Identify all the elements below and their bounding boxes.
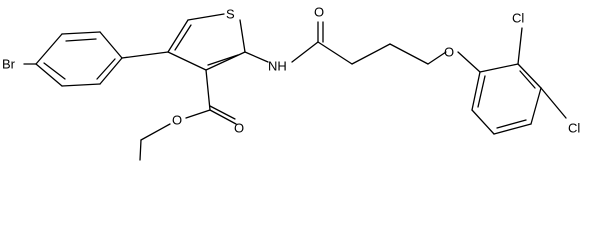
atom-cl-right: Cl xyxy=(568,121,580,136)
atom-o-amide: O xyxy=(314,5,324,20)
atom-o-ether: O xyxy=(444,45,454,60)
dichlorophenyl-ring xyxy=(457,27,567,135)
atom-nh: NH xyxy=(268,59,287,74)
atom-o-ester-alkoxy: O xyxy=(172,113,182,128)
atom-br: Br xyxy=(2,57,16,72)
atom-s: S xyxy=(226,7,235,22)
atom-o-ester-carbonyl: O xyxy=(234,121,244,136)
structure-svg: Br S NH O O Cl Cl O O xyxy=(2,5,580,161)
ester-group xyxy=(139,69,237,161)
aryl-thiophene-bond xyxy=(121,51,169,59)
thiophene-ring xyxy=(167,13,246,71)
atom-cl-top: Cl xyxy=(512,11,524,26)
molecule-drawing: Br S NH O O Cl Cl O O xyxy=(2,5,580,161)
bromophenyl-ring xyxy=(35,31,123,87)
amide-chain xyxy=(244,21,447,65)
